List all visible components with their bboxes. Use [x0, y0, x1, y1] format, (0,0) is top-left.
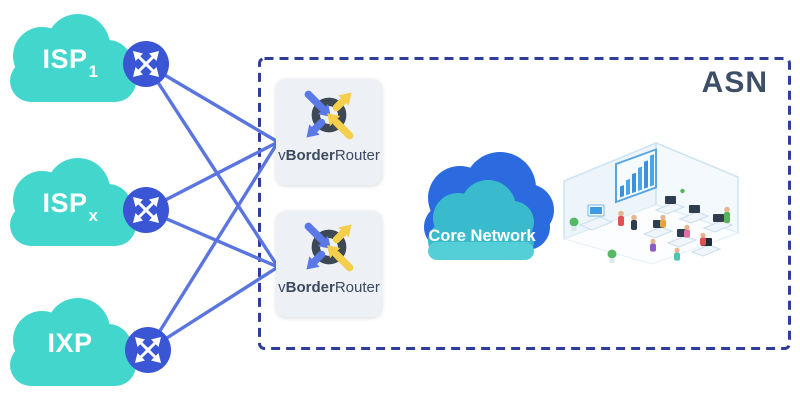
isp1-router-icon [123, 41, 169, 87]
ixp-router-icon [125, 327, 171, 373]
core-network-cloud: Core Network [424, 152, 554, 260]
vborder-router-1: vBorderRouter [276, 79, 382, 185]
ispx-router-icon [123, 187, 169, 233]
office-illustration [556, 131, 748, 267]
vrouter2-suffix: Router [334, 279, 380, 296]
link-isp1-vrouter2 [144, 62, 280, 269]
nat-gateway-arrows-icon [304, 222, 354, 272]
link-ispx-vrouter2 [144, 208, 280, 269]
nat-gateway-arrows-icon [304, 90, 354, 140]
wall-chart-icon [615, 148, 657, 204]
ispx-cloud: ISPx [6, 152, 140, 250]
ixp-label-text: IXP [47, 328, 93, 358]
ispx-label-sub: x [88, 206, 99, 226]
core-cloud-band [428, 242, 534, 260]
isp1-label-sub: 1 [88, 62, 99, 82]
vborder-router-2-label: vBorderRouter [278, 279, 380, 296]
ixp-label: IXP [6, 328, 134, 363]
ixp-cloud: IXP [6, 292, 140, 390]
peering-links [144, 62, 280, 352]
ispx-label-text: ISP [42, 188, 88, 218]
core-network-label: Core Network [428, 227, 536, 245]
vborder-router-2: vBorderRouter [276, 211, 382, 317]
ispx-label: ISPx [6, 188, 134, 226]
vrouter2-bold: Border [285, 279, 335, 296]
vborder-router-1-label: vBorderRouter [278, 147, 380, 164]
isp1-label-text: ISP [42, 44, 88, 74]
cloud-icon [10, 14, 136, 102]
vrouter1-suffix: Router [334, 147, 380, 164]
cloud-icon [10, 298, 136, 386]
isp1-label: ISP1 [6, 44, 134, 82]
vrouter1-prefix: v [278, 147, 286, 164]
office-plants [569, 217, 617, 263]
asn-label: ASN [701, 66, 768, 99]
link-ixp-vrouter1 [146, 140, 280, 352]
office-people [618, 188, 730, 261]
isp1-cloud: ISP1 [6, 8, 140, 106]
vrouter2-prefix: v [278, 279, 286, 296]
cloud-icon [10, 158, 136, 246]
office-desks [578, 196, 734, 257]
vrouter1-bold: Border [285, 147, 335, 164]
link-ixp-vrouter2 [146, 265, 280, 352]
link-ispx-vrouter1 [144, 140, 280, 212]
asn-dashed-boundary [258, 57, 791, 350]
link-isp1-vrouter1 [144, 62, 280, 144]
